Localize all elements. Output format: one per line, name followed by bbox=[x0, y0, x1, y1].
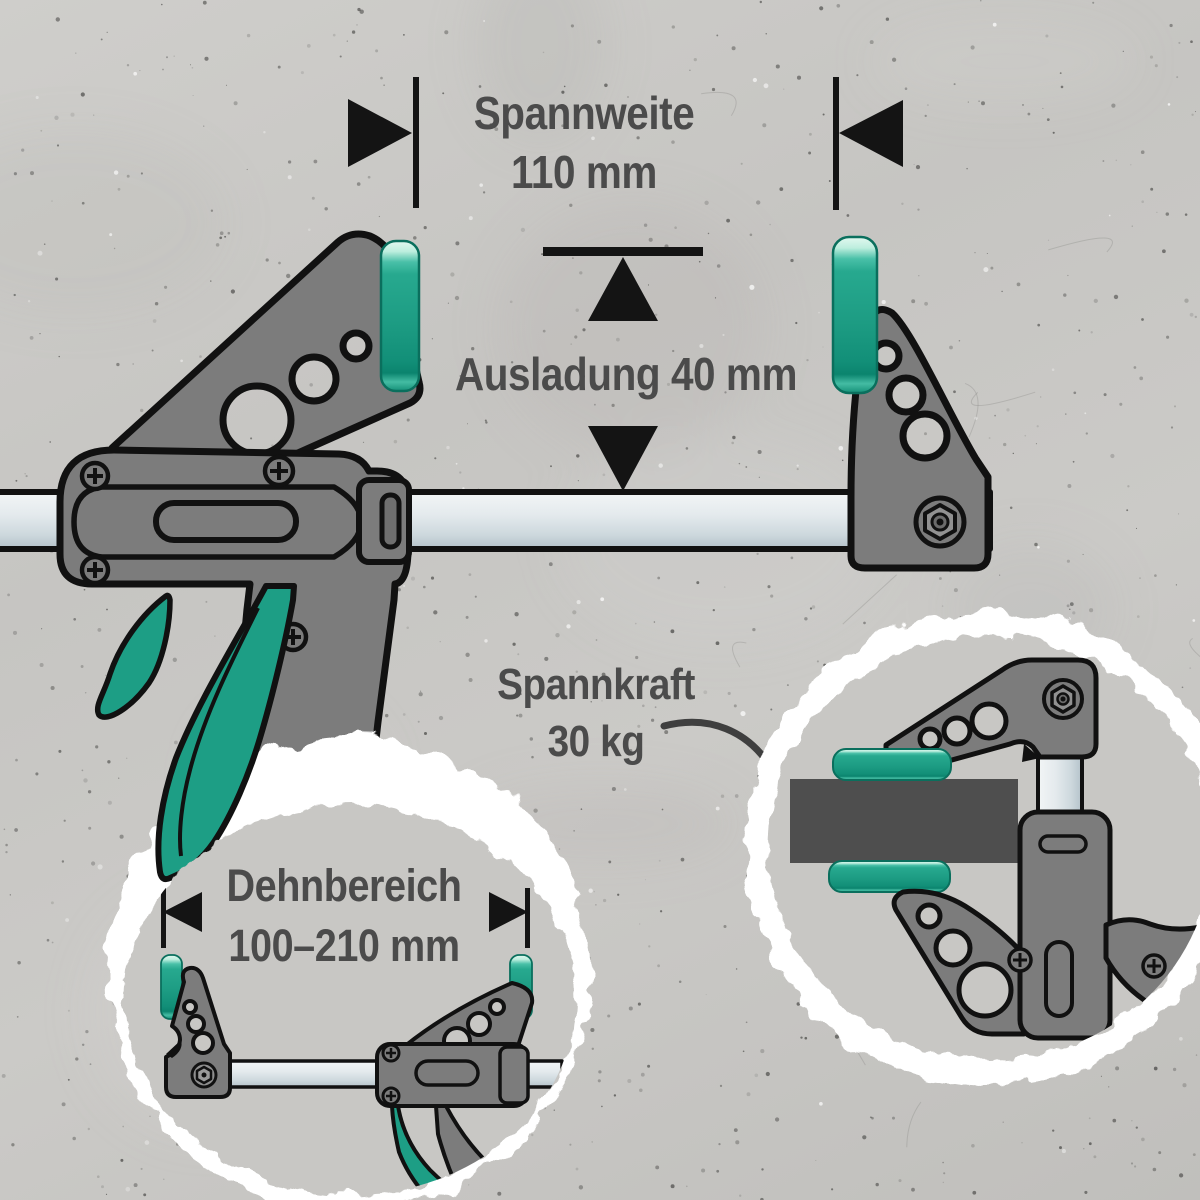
inset-hex-bolt-icon bbox=[190, 1061, 218, 1089]
dimension-arrow-up-icon bbox=[588, 257, 658, 321]
screw-icon bbox=[1007, 947, 1033, 973]
hex-bolt-icon bbox=[913, 495, 967, 549]
curved-arrow bbox=[660, 718, 774, 770]
dimension-arrow-left-icon bbox=[839, 100, 903, 167]
rail-end-slot bbox=[379, 492, 402, 550]
inset-body-slot bbox=[1038, 834, 1088, 854]
dimension-line bbox=[413, 77, 419, 208]
span-width-name: Spannweite bbox=[473, 87, 695, 139]
body-grip-slot bbox=[153, 500, 299, 543]
screw-icon bbox=[262, 454, 296, 488]
inset-rail-end-cap bbox=[498, 1045, 530, 1105]
inset-grip-slot bbox=[1044, 940, 1074, 1018]
inset-left-notch bbox=[166, 1040, 182, 1058]
clamping-force-name: Spannkraft bbox=[497, 660, 695, 709]
release-lever bbox=[95, 592, 173, 720]
inset-body-slot bbox=[414, 1059, 480, 1087]
trigger-handle bbox=[155, 583, 297, 883]
expansion-range-name: Dehnbereich bbox=[226, 860, 462, 911]
fixed-jaw-pad bbox=[831, 235, 879, 395]
dimension-arrow-down-icon bbox=[588, 426, 658, 491]
dimension-label-span-width: Spannweite 110 mm bbox=[474, 84, 695, 202]
dimension-arrow-right-icon bbox=[489, 892, 528, 932]
workpiece bbox=[790, 779, 1018, 863]
clamping-force-value: 30 kg bbox=[547, 717, 645, 766]
inset-lower-jaw-pad bbox=[828, 860, 951, 893]
inset-upper-jaw-pad bbox=[832, 748, 952, 781]
throat-depth-text: Ausladung 40 mm bbox=[454, 348, 798, 400]
inset-screws bbox=[381, 1043, 401, 1106]
dimension-arrow-left-icon bbox=[163, 892, 202, 932]
throat-depth-dimension-markers bbox=[543, 247, 703, 491]
inset-upper-jaw-arm bbox=[883, 657, 1099, 775]
dimension-line bbox=[833, 77, 839, 210]
screw-icon bbox=[381, 1086, 401, 1106]
spread-range-dimension-markers bbox=[161, 888, 530, 948]
dimension-label-expansion-range: Dehnbereich 100–210 mm bbox=[226, 856, 461, 976]
dimension-label-throat-depth: Ausladung 40 mm bbox=[455, 349, 797, 399]
screw-icon bbox=[381, 1043, 401, 1063]
span-width-dimension-markers bbox=[348, 77, 903, 210]
inset-upper-notch bbox=[1022, 744, 1040, 762]
screw-icon bbox=[79, 460, 111, 492]
dimension-arrow-right-icon bbox=[348, 99, 412, 167]
trigger-blade-divider bbox=[178, 607, 260, 857]
dimension-bar bbox=[543, 247, 703, 256]
inset-hex-bolt-icon bbox=[1042, 678, 1084, 720]
screw-icon bbox=[1141, 953, 1167, 979]
dimension-label-clamping-force: Spannkraft 30 kg bbox=[497, 656, 695, 770]
inset-left-jaw-arm bbox=[164, 965, 232, 1099]
screw-icon bbox=[79, 554, 111, 586]
inset-clamping-content bbox=[790, 657, 1200, 1041]
expansion-range-value: 100–210 mm bbox=[228, 920, 460, 971]
moving-jaw-pad bbox=[379, 239, 421, 393]
span-width-value: 110 mm bbox=[511, 146, 657, 198]
